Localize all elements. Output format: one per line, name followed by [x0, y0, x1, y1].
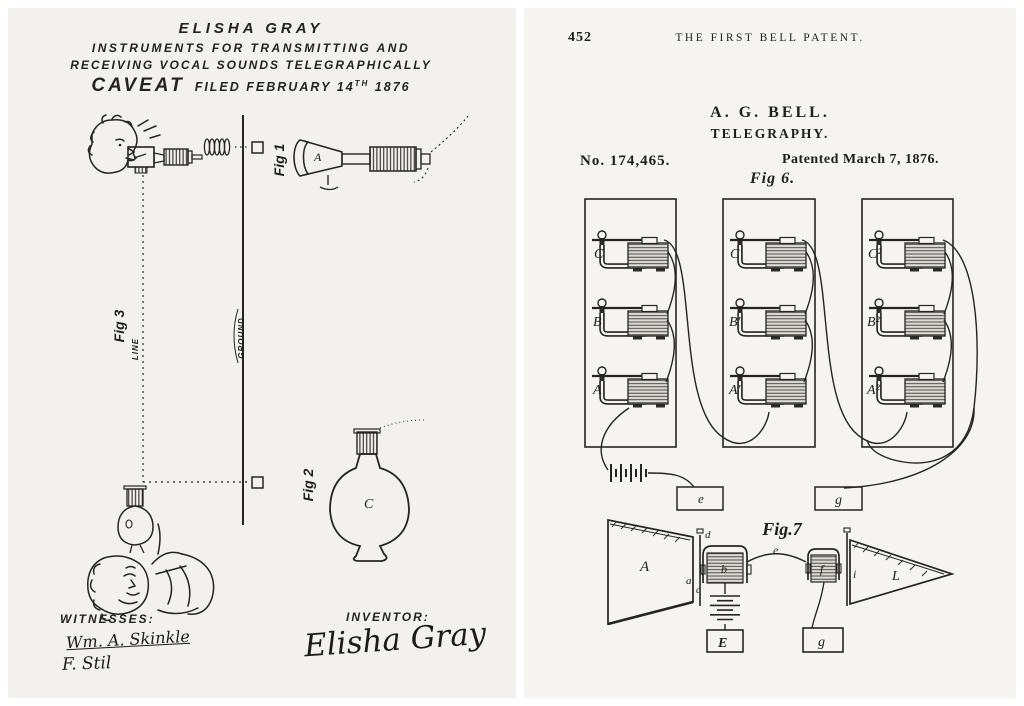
listener-sketch [87, 523, 215, 622]
filed-sup: TH [354, 78, 370, 88]
witness-signature-2: F. Stil [61, 653, 112, 675]
fig2-label: Fig 2 [300, 468, 316, 501]
relay-label-a2: A² [866, 383, 881, 398]
patent-date: Patented March 7, 1876. [782, 152, 940, 167]
fig7-left-horn-label: A [639, 559, 650, 575]
bell-patent-page: 452 THE FIRST BELL PATENT. A. G. BELL. T… [524, 8, 1016, 698]
relay-label-b1: B' [729, 315, 742, 330]
transmitter-device [127, 146, 203, 174]
fig7-right-horn-label: L [891, 569, 900, 584]
filed-text: FILED FEBRUARY 14 [194, 80, 355, 94]
bell-patent-figure-svg: C B A C' B' A' C² B² A² [584, 198, 978, 653]
fig7-label-e: e [773, 543, 779, 557]
fig6-box-g-label: g [835, 493, 842, 508]
fig6-box-e-label: e [698, 491, 704, 506]
fig7-left-horn [607, 518, 694, 626]
fig7-label-c: c [696, 585, 701, 596]
helix-coil [203, 138, 231, 156]
witnesses-heading: WITNESSES: [60, 612, 155, 626]
fig3-label: Fig 3 [111, 309, 127, 342]
patent-inventor-name: A. G. BELL. [710, 104, 830, 121]
caveat-word: CAVEAT [91, 75, 185, 96]
fig3-circuit [142, 115, 264, 525]
fig7-line-wire [746, 553, 807, 563]
relay-label-c: C [594, 247, 604, 262]
gray-caveat-filed-line: CAVEAT FILED FEBRUARY 14TH 1876 [8, 75, 494, 97]
fig7-transmitter-assembly [696, 528, 752, 653]
fig6-box-g [814, 486, 863, 511]
fig2-flask [329, 419, 425, 562]
fig7-right-horn [849, 538, 955, 606]
fig6-panels [584, 198, 954, 448]
relay-label-a1: A' [728, 383, 742, 398]
battery-symbol [610, 464, 647, 482]
gray-title-name: ELISHA GRAY [178, 20, 324, 37]
fig6-caption: Fig 6. [750, 170, 796, 187]
line-label: LINE [131, 338, 140, 360]
gray-caveat-figure-svg: Fig 3 LINE GROUND [87, 114, 469, 622]
ground-label: GROUND [237, 317, 246, 359]
fig6-box-e [676, 486, 724, 511]
fig7-label-a: a [686, 575, 692, 587]
fig7-label-f: f [820, 562, 825, 576]
fig1-label: Fig 1 [271, 143, 287, 176]
fig7-label-b: b [721, 562, 727, 576]
fig2-receiver-label: C [364, 497, 374, 512]
fig7-box-E-label: E [717, 636, 727, 651]
gray-title-line2: INSTRUMENTS FOR TRANSMITTING AND [91, 41, 411, 55]
filed-year: 1876 [369, 80, 411, 94]
fig6-relays [592, 231, 945, 408]
relay-label-b2: B² [867, 315, 881, 330]
fig7-box-g-label: g [818, 635, 825, 650]
relay-label-a: A [592, 383, 602, 398]
listener-receiver [117, 485, 154, 554]
gray-caveat-page: ELISHA GRAY INSTRUMENTS FOR TRANSMITTING… [8, 8, 516, 698]
running-head: THE FIRST BELL PATENT. [675, 32, 865, 44]
patent-number: No. 174,465. [580, 153, 671, 169]
inventor-heading: INVENTOR: [346, 610, 430, 624]
book-page-number: 452 [568, 30, 592, 45]
fig1-horn-label: A [313, 150, 322, 164]
speaker-sketch [87, 114, 161, 174]
gray-title-line3: RECEIVING VOCAL SOUNDS TELEGRAPHICALLY [70, 58, 432, 72]
relay-label-c1: C' [730, 247, 743, 262]
fig7-label-d: d [705, 529, 711, 541]
fig7-caption: Fig.7 [761, 519, 803, 539]
relay-label-c2: C² [868, 247, 882, 262]
fig7-receiver-assembly [802, 527, 851, 653]
fig6-wires [600, 239, 978, 489]
fig7-label-i: i [853, 567, 856, 581]
patent-title: TELEGRAPHY. [710, 126, 830, 141]
fig1-horn-receiver [293, 115, 469, 191]
relay-label-b: B [593, 315, 602, 330]
